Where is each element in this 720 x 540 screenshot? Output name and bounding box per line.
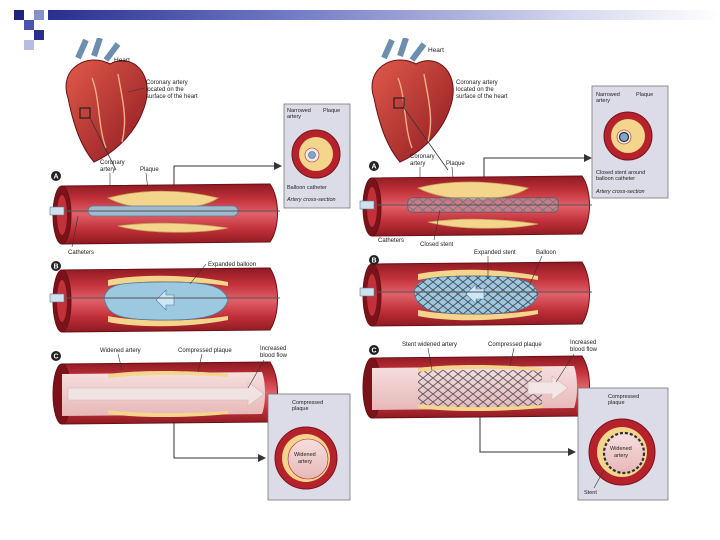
left-balloon-catheter-label: Balloon catheter	[287, 185, 327, 191]
left-expanded-balloon-label: Expanded balloon	[208, 262, 256, 268]
left-step-b-letter: B	[54, 264, 59, 271]
right-expanded-stent-label: Expanded stent	[474, 250, 516, 256]
right-closed-stent-around-line2: balloon catheter	[596, 176, 635, 182]
angioplasty-figure: Heart Coronary artery located on the sur…	[48, 37, 672, 508]
right-location-line2: located on the	[456, 87, 494, 93]
left-bottom-compressed-line1: Compressed	[292, 400, 323, 406]
left-bottom-inset	[267, 393, 351, 501]
right-stent-widened-label: Stent widened artery	[402, 342, 457, 348]
right-inset-narrowed-line2: artery	[596, 98, 610, 104]
left-step-a-badge	[51, 171, 61, 181]
left-increased-flow-line2: blood flow	[260, 353, 288, 359]
left-bottom-widened-line2: artery	[298, 459, 312, 465]
right-inset-narrowed-line1: Narrowed	[596, 92, 620, 98]
left-bottom-widened-line1: Widened	[294, 452, 316, 458]
left-coronary-artery-line2: artery	[100, 167, 115, 173]
right-step-c-letter: C	[372, 348, 377, 355]
right-inset-plaque: Plaque	[636, 92, 653, 98]
right-catheters-label: Catheters	[378, 238, 404, 244]
right-coronary-artery-line2: artery	[410, 161, 425, 167]
left-inset-narrowed-line1: Narrowed	[287, 108, 311, 114]
right-location-line1: Coronary artery	[456, 80, 498, 86]
left-step-c-badge	[51, 351, 61, 361]
right-location-line3: surface of the heart	[456, 94, 508, 100]
right-plaque-label: Plaque	[446, 161, 465, 167]
left-artery-c	[52, 361, 278, 425]
right-bottom-compressed-line1: Compressed	[608, 394, 639, 400]
right-heart-zoom-box	[393, 97, 405, 109]
slide-title-bar	[48, 10, 720, 20]
right-balloon-label: Balloon	[536, 250, 556, 256]
right-artery-a	[359, 175, 592, 237]
right-step-b-letter: B	[372, 258, 377, 265]
left-coronary-artery-line1: Coronary	[100, 160, 125, 166]
left-heart-label: Heart	[114, 57, 130, 64]
right-step-c-badge	[369, 345, 379, 355]
right-heart-illustration	[371, 37, 454, 171]
left-location-line3: surface of the heart	[146, 94, 198, 100]
left-location-line1: Coronary artery	[146, 80, 188, 86]
left-heart-illustration	[65, 37, 148, 171]
right-cross-section-label: Artery cross-section	[595, 189, 645, 195]
left-artery-a: A	[49, 174, 280, 245]
left-artery-b	[49, 267, 280, 333]
right-step-a-badge	[369, 161, 379, 171]
right-bottom-widened-line1: Widened	[610, 446, 632, 452]
angioplasty-diagram: Heart Coronary artery located on the sur…	[49, 37, 669, 501]
left-cross-section-label: Artery cross-section	[286, 197, 336, 203]
right-panel: Heart Coronary artery located on the sur…	[359, 37, 669, 501]
left-inset-cross-section	[283, 103, 351, 209]
left-step-a-letter: A	[54, 174, 59, 181]
right-step-b-badge	[369, 255, 379, 265]
left-compressed-plaque-label: Compressed plaque	[178, 348, 232, 354]
right-bottom-widened-line2: artery	[614, 453, 628, 459]
slide-bullet-square-2	[24, 20, 34, 30]
right-bottom-compressed-line2: plaque	[608, 400, 625, 406]
right-heart-label: Heart	[428, 47, 444, 54]
right-coronary-artery-line1: Coronary	[410, 154, 435, 160]
left-widened-artery-label: Widened artery	[100, 348, 141, 354]
right-closed-stent-around-line1: Closed stent around	[596, 170, 645, 176]
slide-bullet-square-3	[34, 10, 44, 20]
left-location-line2: located on the	[146, 87, 184, 93]
left-increased-flow-line1: Increased	[260, 346, 286, 352]
right-inset-cross-section	[591, 85, 669, 199]
left-plaque-label: Plaque	[140, 167, 159, 173]
left-inset-plaque: Plaque	[323, 108, 340, 114]
left-step-b-badge	[51, 261, 61, 271]
right-compressed-plaque-label: Compressed plaque	[488, 342, 542, 348]
left-step-c-letter: C	[54, 354, 59, 361]
slide-bullet-square-4	[34, 30, 44, 40]
right-stent-label: Stent	[584, 490, 597, 496]
left-panel: Heart Coronary artery located on the sur…	[49, 37, 351, 501]
slide-bullet-square-5	[24, 40, 34, 50]
slide-bullet-square-1	[14, 10, 24, 20]
right-bottom-inset	[577, 387, 669, 501]
right-artery-b	[359, 261, 592, 327]
right-increased-flow-line2: blood flow	[570, 347, 598, 353]
right-artery-c	[362, 355, 590, 419]
left-catheters-label: Catheters	[68, 250, 94, 256]
left-inset-narrowed-line2: artery	[287, 114, 301, 120]
right-increased-flow-line1: Increased	[570, 340, 596, 346]
left-bottom-compressed-line2: plaque	[292, 406, 309, 412]
left-heart-zoom-box	[79, 107, 91, 119]
right-closed-stent-label: Closed stent	[420, 242, 454, 248]
right-step-a-letter: A	[372, 164, 377, 171]
